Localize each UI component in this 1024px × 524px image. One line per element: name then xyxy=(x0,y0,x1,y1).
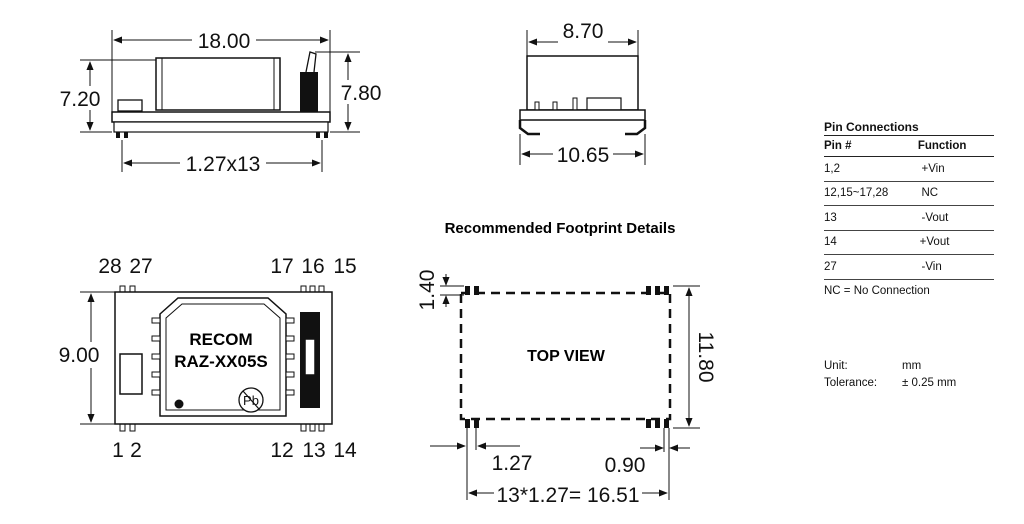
table-row: 12,15~17,28 NC xyxy=(824,182,994,206)
pin-label-15: 15 xyxy=(333,255,356,278)
side-pcb xyxy=(111,111,331,123)
footprint-pad-height-label: 1.40 xyxy=(416,270,439,311)
top-height-label: 9.00 xyxy=(59,344,100,367)
top-view-pins xyxy=(119,285,325,432)
tolerance-label: Tolerance: xyxy=(824,377,878,389)
pin-cell: 27 xyxy=(824,260,837,273)
transformer-tabs xyxy=(151,317,295,396)
side-small-component xyxy=(117,99,143,112)
function-cell: -Vout xyxy=(921,211,949,224)
function-cell: +Vin xyxy=(921,162,945,175)
top-view-model: RAZ-XX05S xyxy=(174,352,268,371)
end-lead-right xyxy=(625,120,647,136)
end-lead-span-label: 10.65 xyxy=(557,144,610,167)
side-pitch-label: 1.27x13 xyxy=(186,153,261,176)
pin-label-1: 1 xyxy=(112,439,124,462)
pin-cell: 12,15~17,28 xyxy=(824,187,889,200)
pin-label-17: 17 xyxy=(270,255,293,278)
pin-connections-table: Pin Connections Pin # Function 1,2 +Vin … xyxy=(824,120,994,297)
pb-free-icon: Pb xyxy=(238,387,264,413)
footprint-pad-width-label: 0.90 xyxy=(605,454,646,477)
footprint-pads xyxy=(465,286,669,428)
footprint-view: Recommended Footprint Details TOP VIEW 1… xyxy=(416,220,717,507)
table-row: 27 -Vin xyxy=(824,255,994,280)
unit-label: Unit: xyxy=(824,360,848,372)
top-view-transformer xyxy=(159,297,287,417)
top-view-small-component xyxy=(119,353,143,395)
side-transformer-body xyxy=(155,57,281,111)
pin-cell: 14 xyxy=(824,236,837,249)
footprint-pitch-label: 1.27 xyxy=(492,452,533,475)
side-height-label: 7.20 xyxy=(60,88,101,111)
pin-cell: 1,2 xyxy=(824,162,840,175)
pin-table-header-pin: Pin # xyxy=(824,140,852,152)
footprint-span-label: 13*1.27= 16.51 xyxy=(496,484,639,507)
top-view-brand: RECOM xyxy=(189,330,252,349)
pin-table-note: NC = No Connection xyxy=(824,284,930,297)
side-black-component xyxy=(300,72,318,112)
pin-label-14: 14 xyxy=(333,439,357,462)
pin-cell: 13 xyxy=(824,211,837,224)
side-pins xyxy=(116,132,328,138)
function-cell: +Vout xyxy=(919,236,950,249)
table-row: 1,2 +Vin xyxy=(824,157,994,182)
pin-table-title: Pin Connections xyxy=(824,120,994,136)
footprint-height-label: 11.80 xyxy=(694,332,717,383)
side-width-label: 18.00 xyxy=(198,30,251,53)
function-cell: -Vin xyxy=(921,260,942,273)
end-body-width-label: 8.70 xyxy=(563,20,604,43)
side-overall-height-label: 7.80 xyxy=(341,82,382,105)
pin-table-header-row: Pin # Function xyxy=(824,136,994,157)
tolerance-value: ± 0.25 mm xyxy=(902,377,957,389)
table-row: 14 +Vout xyxy=(824,231,994,255)
pin1-dot xyxy=(174,399,184,409)
pin-label-16: 16 xyxy=(301,255,324,278)
end-view: 8.70 10.65 xyxy=(518,20,647,167)
unit-value: mm xyxy=(902,360,922,372)
side-view: 18.00 7.20 7.80 1.27x13 xyxy=(56,28,386,176)
pin-label-27: 27 xyxy=(129,255,152,278)
pin-label-12: 12 xyxy=(270,439,293,462)
end-lead-left xyxy=(518,120,540,136)
footprint-center-label: TOP VIEW xyxy=(527,348,606,365)
end-pcb xyxy=(519,109,646,121)
table-row: 13 -Vout xyxy=(824,206,994,231)
top-view: 28 27 17 16 15 1 2 12 13 14 9.00 xyxy=(54,255,357,462)
pin-label-13: 13 xyxy=(302,439,325,462)
footprint-outline xyxy=(459,291,672,421)
pin-label-2: 2 xyxy=(130,439,142,462)
function-cell: NC xyxy=(921,187,939,200)
pin-table-header-function: Function xyxy=(917,140,967,152)
pin-label-28: 28 xyxy=(98,255,121,278)
footprint-title: Recommended Footprint Details xyxy=(445,220,676,237)
units-block: Unit: mm Tolerance: ± 0.25 mm xyxy=(824,358,956,392)
